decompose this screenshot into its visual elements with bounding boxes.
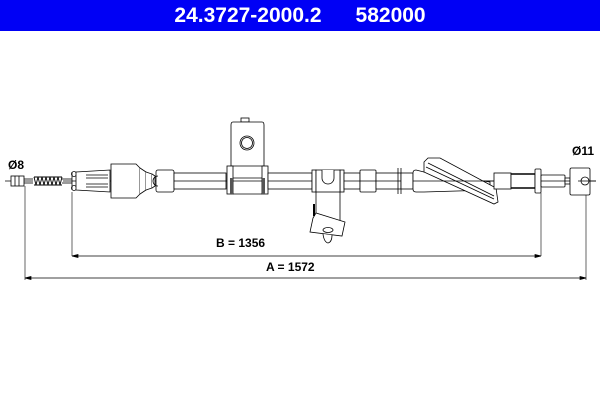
end-fitting-flange (534, 168, 542, 194)
extension-lines (24, 186, 587, 280)
housing-nut (110, 163, 156, 199)
reference-number: 582000 (355, 3, 426, 27)
threaded-sleeve (510, 173, 536, 189)
right-nipple (569, 167, 596, 196)
diameter-label-left: Ø8 (8, 158, 25, 172)
left-ferrule (10, 175, 34, 187)
dimension-a (24, 276, 587, 280)
dimension-b-label: B = 1356 (216, 236, 266, 250)
mounting-bracket-top (226, 117, 269, 195)
diameter-label-right: Ø11 (572, 144, 595, 158)
spring (33, 176, 63, 186)
mounting-bracket-middle (309, 169, 346, 244)
part-number: 24.3727-2000.2 (174, 3, 322, 27)
collar (152, 169, 175, 193)
clip-fingers (71, 169, 111, 193)
dimension-b (71, 254, 542, 258)
title-bar: 24.3727-2000.2 582000 (0, 0, 600, 31)
angled-guide (412, 157, 510, 205)
dimension-a-label: A = 1572 (266, 260, 315, 274)
